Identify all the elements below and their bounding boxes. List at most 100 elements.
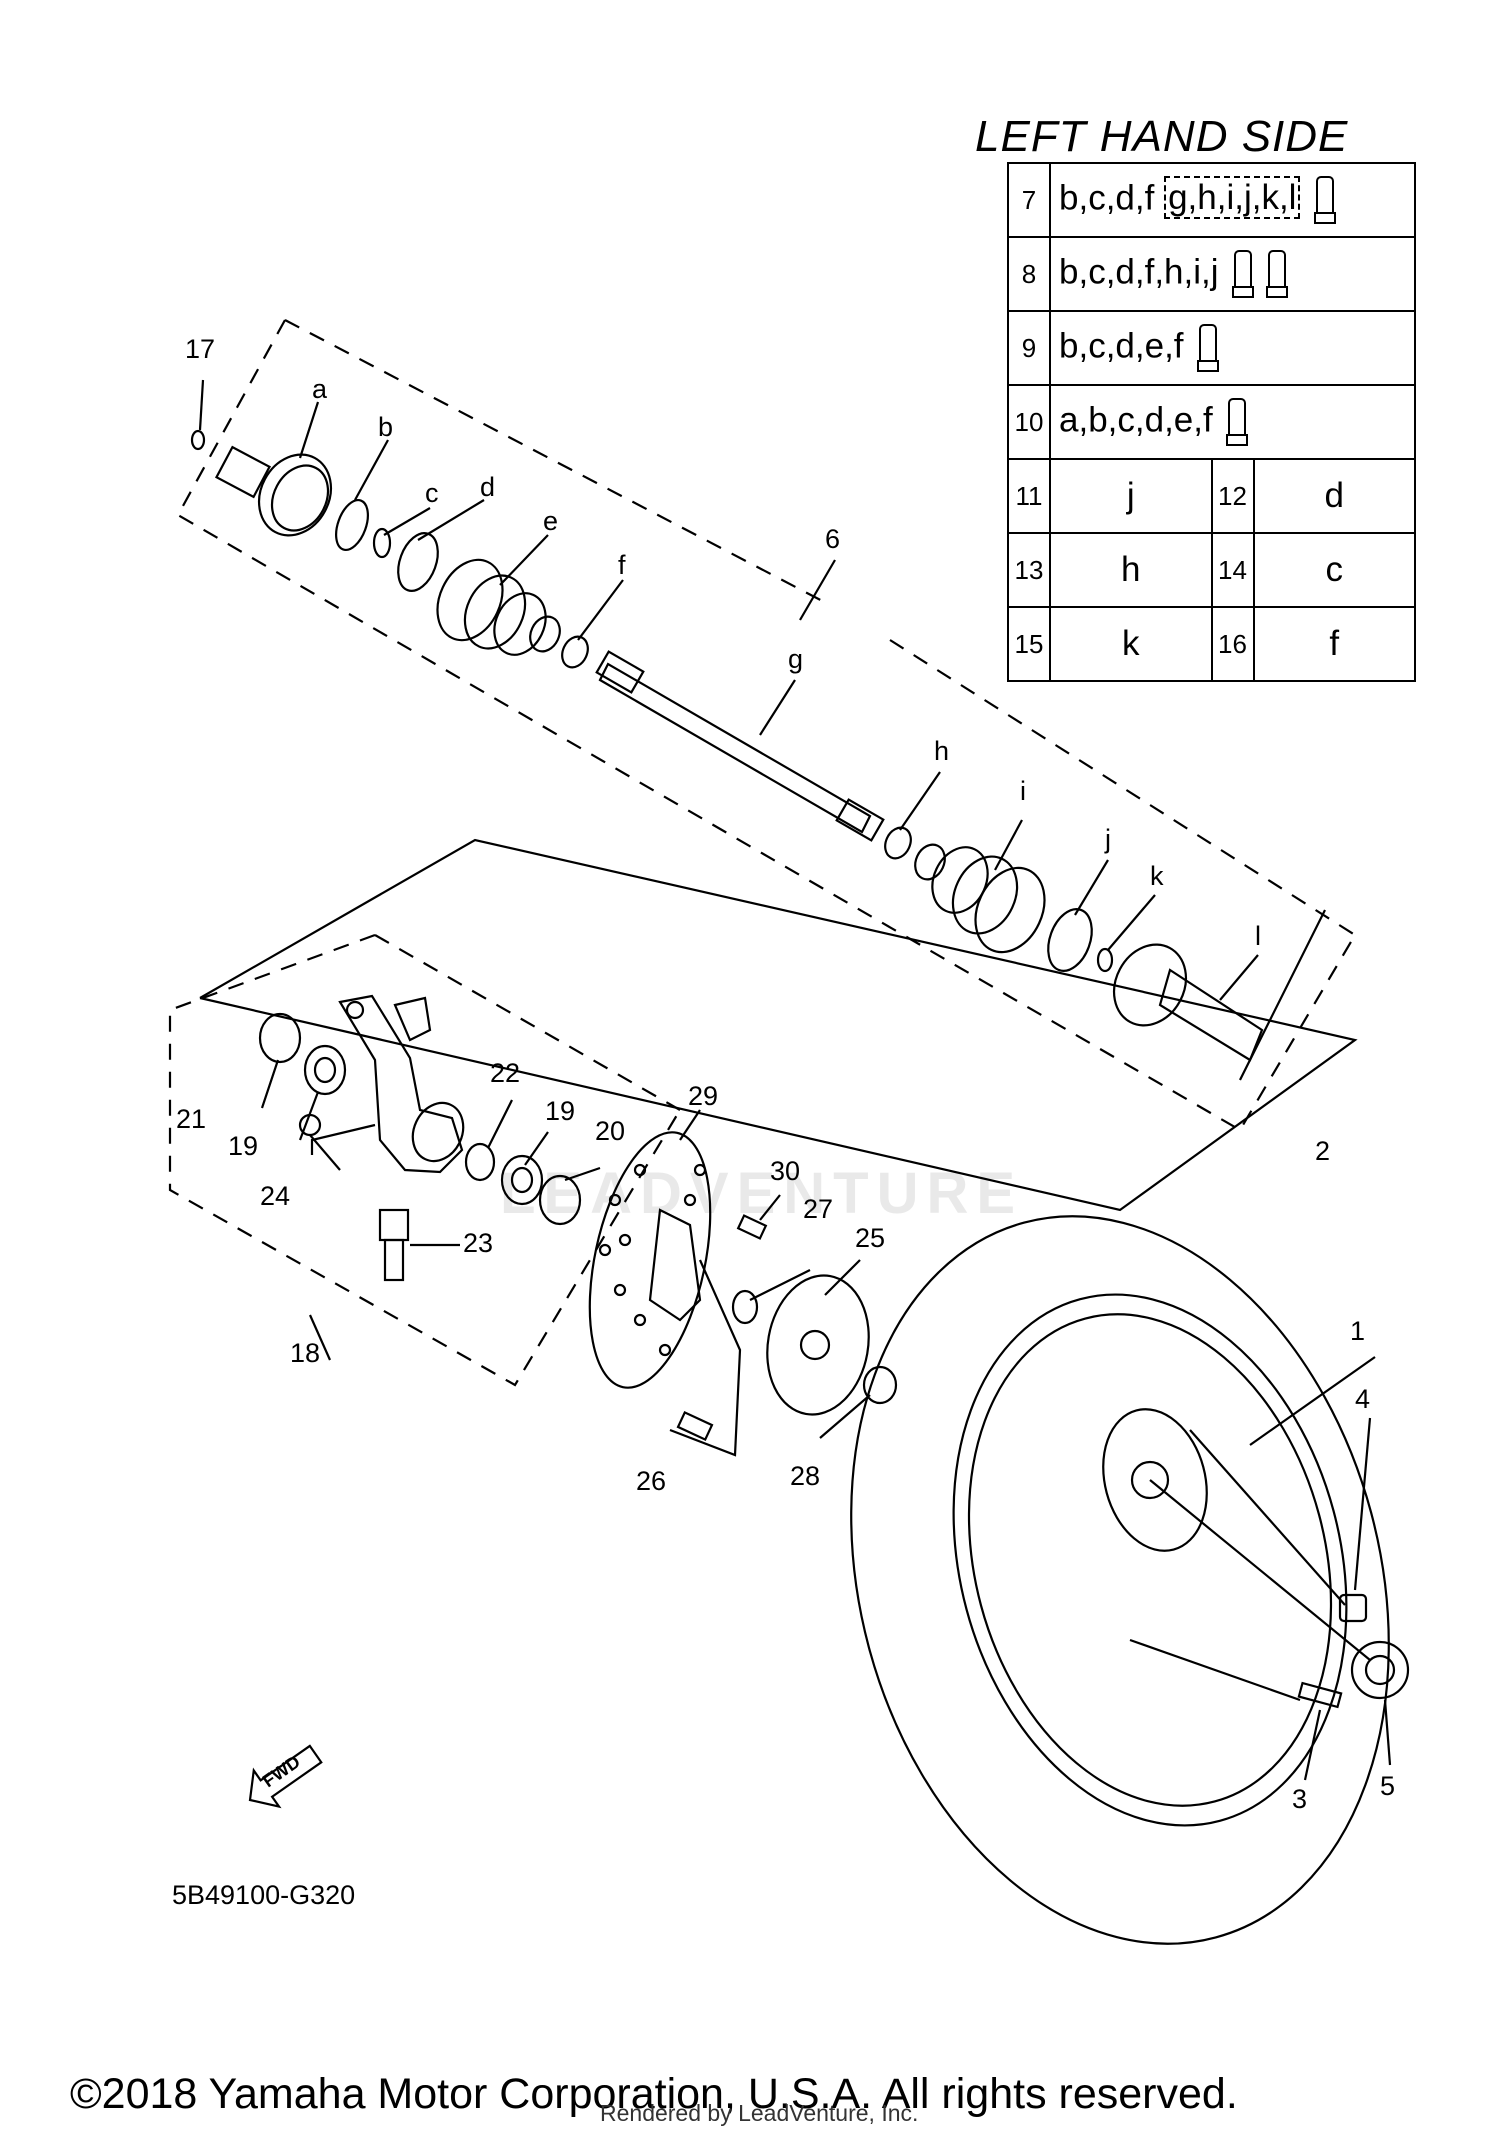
callout-5: 5 [1380,1771,1395,1801]
rendered-by-notice: Rendered by LeadVenture, Inc. [600,2100,919,2126]
part-22-spacer [464,1142,496,1182]
parts-kit-table: 7 b,c,d,f g,h,i,j,k,l 8 b,c,d,f,h,i,j 9 … [1007,162,1416,682]
row-number: 11 [1007,458,1051,534]
letter-j: j [1104,824,1111,854]
assembly-plane [199,838,1358,1212]
row-components: b,c,d,f g,h,i,j,k,l [1049,162,1416,238]
components-text: b,c,d,f [1059,178,1155,218]
callout-3: 3 [1292,1784,1307,1814]
row-number: 15 [1007,606,1051,682]
part-25-hub [766,1274,870,1416]
row-value: j [1049,458,1213,534]
part-21-seal [258,1012,302,1064]
callout-24: 24 [260,1181,290,1211]
part-28-nut [862,1365,898,1405]
part-17-clip [190,429,206,451]
callout-23: 23 [463,1228,493,1258]
table-row: 10 a,b,c,d,e,f [1007,384,1416,460]
letter-b: b [378,412,393,442]
letter-k: k [1150,861,1164,891]
part-30-bolt [736,1214,768,1240]
table-title: LEFT HAND SIDE [975,112,1349,161]
part-d-band [397,532,439,592]
callout-20: 20 [595,1116,625,1146]
row-value: f [1252,606,1416,682]
callout-19a: 19 [228,1131,258,1161]
row-number: 10 [1007,384,1051,460]
grease-tube-icon [1232,250,1255,298]
row-number: 12 [1210,458,1255,534]
grease-tube-icon [1314,176,1337,224]
grease-tube-icon [1226,398,1249,446]
callout-19b: 19 [545,1096,575,1126]
callout-26: 26 [636,1466,666,1496]
copyright-notice: ©2018 Yamaha Motor Corporation, U.S.A. A… [70,2070,1238,2118]
part-a-outer-cv-joint [214,445,333,537]
row-value: h [1049,532,1213,608]
table-row: 7 b,c,d,f g,h,i,j,k,l [1007,162,1416,238]
callout-2: 2 [1315,1136,1330,1166]
part-h-band [884,826,912,860]
row-value: k [1049,606,1213,682]
callout-22: 22 [490,1058,520,1088]
part-27-o-ring [731,1289,759,1325]
grease-tube-icon [1266,250,1288,298]
grease-tube-icon [1197,324,1220,372]
knuckle-enclosure [168,933,681,1387]
part-23-ball-joint [378,1208,410,1282]
callout-1: 1 [1350,1316,1365,1346]
part-c-clip [372,527,392,559]
letter-i: i [1020,776,1026,806]
part-4-lug-nut [1338,1593,1368,1623]
callout-6: 6 [825,524,840,554]
table-row: 11 j 12 d [1007,458,1416,534]
letter-g: g [788,644,803,674]
letter-d: d [480,472,495,502]
part-j-band [1047,908,1093,972]
part-1-wheel [952,1293,1348,1827]
part-2-tire [850,1215,1390,1945]
callout-21: 21 [176,1104,206,1134]
part-b-circlip [335,499,369,551]
callout-4: 4 [1355,1384,1370,1414]
part-e-boot [436,558,561,656]
table-row: 13 h 14 c [1007,532,1416,608]
row-number: 8 [1007,236,1051,312]
row-number: 13 [1007,532,1051,608]
part-f-band [561,635,589,669]
row-number: 14 [1210,532,1255,608]
part-5-axle-nut [1350,1640,1410,1700]
callout-30: 30 [770,1156,800,1186]
letter-a: a [312,374,328,404]
row-number: 7 [1007,162,1051,238]
callout-29: 29 [688,1081,718,1111]
components-text: a,b,c,d,e,f [1059,400,1213,440]
row-number: 9 [1007,310,1051,386]
callout-18: 18 [290,1338,320,1368]
part-26-bolt [676,1410,714,1442]
table-row: 9 b,c,d,e,f [1007,310,1416,386]
row-number: 16 [1210,606,1255,682]
components-text: b,c,d,e,f [1059,326,1184,366]
callout-17: 17 [185,334,215,364]
components-text: b,c,d,f,h,i,j [1059,252,1219,292]
part-l-inner-cv-joint [1112,943,1264,1062]
part-g-shaft [595,650,885,842]
table-row: 8 b,c,d,f,h,i,j [1007,236,1416,312]
part-19-bearing [303,1044,347,1096]
diagram-code: 5B49100-G320 [172,1880,356,1910]
part-k-clip [1096,947,1114,973]
row-value: d [1252,458,1416,534]
row-components: b,c,d,f,h,i,j [1049,236,1416,312]
part-29-brake-disc [588,1131,712,1389]
letter-h: h [934,736,949,766]
dashed-group: g,h,i,j,k,l [1164,176,1301,220]
part-18-steering-knuckle [338,994,465,1174]
letter-f: f [618,550,626,580]
row-value: c [1252,532,1416,608]
callout-28: 28 [790,1461,820,1491]
row-components: b,c,d,e,f [1049,310,1416,386]
part-20-seal [538,1174,582,1226]
letter-c: c [425,478,439,508]
callout-27: 27 [803,1194,833,1224]
